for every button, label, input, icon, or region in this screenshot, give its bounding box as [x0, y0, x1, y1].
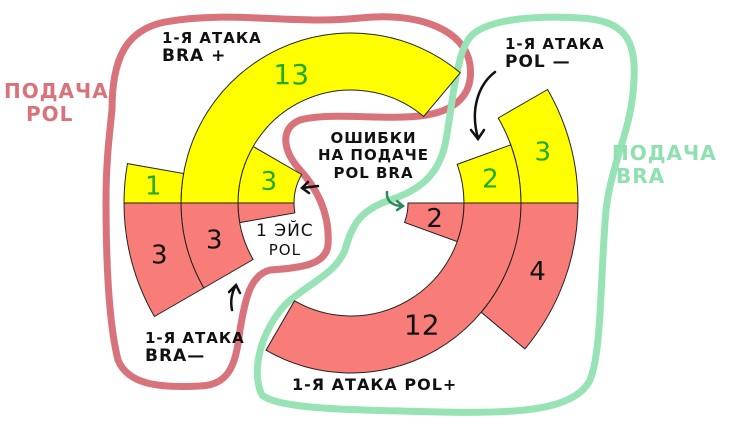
first-attack-bra-minus-line2: BRA— — [145, 346, 206, 367]
serve-errors-label: ОШИБКИ НА ПОДАЧЕ POL BRA — [318, 129, 430, 182]
right-middle-loss-segment-value: 12 — [404, 309, 440, 342]
serve-bra-label: ПОДАЧА BRA — [612, 142, 717, 188]
arrow-to-errors-icon — [300, 180, 320, 195]
first-attack-bra-plus-line2: BRA + — [162, 46, 227, 67]
first-attack-bra-plus-label: 1-Я АТАКА BRA + — [162, 29, 262, 67]
serve-pol-line1: ПОДАЧА — [4, 79, 109, 103]
left-outer-win-segment — [123, 163, 185, 204]
left-inner-loss-segment — [237, 202, 296, 224]
serve-bra-line2: BRA — [616, 164, 666, 188]
right-outer-win-segment-value: 3 — [534, 138, 551, 168]
first-attack-bra-minus-label: 1-Я АТАКА BRA— — [145, 329, 245, 367]
ace-pol-line1: 1 ЭЙС — [256, 221, 314, 241]
first-attack-pol-plus-label: 1-Я АТАКА POL+ — [292, 375, 458, 394]
arrows — [227, 70, 497, 312]
serve-errors-line3: POL BRA — [333, 163, 414, 182]
serve-errors-line2: НА ПОДАЧЕ — [318, 146, 430, 165]
serve-bra-line1: ПОДАЧА — [612, 141, 717, 165]
ace-pol-label: 1 ЭЙС POL — [256, 221, 314, 259]
left-middle-win-segment-value: 13 — [273, 58, 309, 91]
right-outer-win-segment — [497, 88, 579, 204]
left-inner-win-segment-value: 3 — [261, 167, 278, 197]
pol-serve-outline — [102, 13, 475, 390]
arrow-to-bra-errors-icon — [385, 190, 406, 212]
first-attack-bra-minus-line1: 1-Я АТАКА — [145, 329, 245, 347]
first-attack-pol-minus-line1: 1-Я АТАКА — [505, 35, 605, 53]
arrow-pol-minus-icon — [469, 70, 497, 142]
first-attack-pol-minus-label: 1-Я АТАКА POL — — [505, 35, 605, 73]
ace-pol-line2: POL — [268, 240, 301, 259]
serve-pol-line2: POL — [26, 102, 74, 126]
right-inner-loss-segment-value: 2 — [426, 204, 443, 234]
first-attack-bra-plus-line1: 1-Я АТАКА — [162, 29, 262, 47]
left-outer-loss-segment — [123, 202, 205, 318]
left-middle-win-segment — [180, 32, 461, 204]
right-outer-loss-segment-value: 4 — [529, 257, 546, 287]
left-outer-win-segment-value: 1 — [145, 172, 162, 202]
first-attack-pol-minus-line2: POL — — [505, 52, 571, 73]
right-outer-loss-segment — [480, 202, 579, 350]
right-middle-win-segment-value: 2 — [482, 164, 499, 194]
left-middle-loss-segment-value: 3 — [206, 226, 223, 256]
serve-pol-label: ПОДАЧА POL — [4, 80, 109, 126]
arrow-bra-minus-icon — [227, 282, 242, 312]
left-outer-loss-segment-value: 3 — [151, 240, 168, 270]
serve-errors-line1: ОШИБКИ — [330, 129, 417, 147]
